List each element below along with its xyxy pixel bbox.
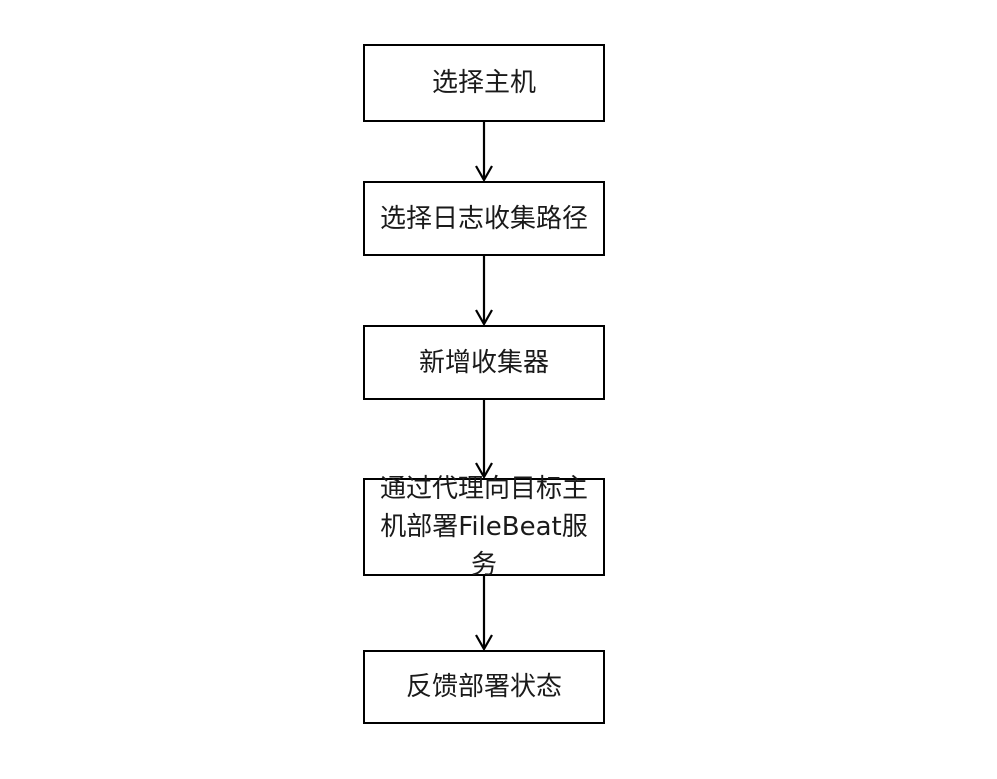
flow-node-deploy-filebeat-via-agent[interactable]: 通过代理向目标主 机部署FileBeat服务 — [363, 474, 605, 580]
connector-select-log-collect-path-to-add-collector — [475, 256, 493, 327]
flow-node-add-collector[interactable]: 新增收集器 — [363, 325, 605, 400]
flow-node-report-deploy-status[interactable]: 反馈部署状态 — [363, 650, 605, 724]
flow-node-label: 反馈部署状态 — [405, 672, 562, 702]
flow-node-select-log-collect-path[interactable]: 选择日志收集路径 — [363, 181, 605, 256]
connector-select-host-to-select-log-collect-path — [475, 122, 493, 183]
connector-add-collector-to-deploy-filebeat-via-agent — [475, 400, 493, 480]
flow-node-label: 通过代理向目标主 机部署FileBeat服务 — [379, 474, 588, 580]
flow-node-select-host[interactable]: 选择主机 — [363, 44, 605, 122]
connector-deploy-filebeat-via-agent-to-report-deploy-status — [475, 576, 493, 652]
flow-node-label: 选择日志收集路径 — [379, 203, 588, 234]
flow-node-label: 新增收集器 — [418, 347, 549, 378]
flow-node-label: 选择主机 — [431, 68, 536, 98]
